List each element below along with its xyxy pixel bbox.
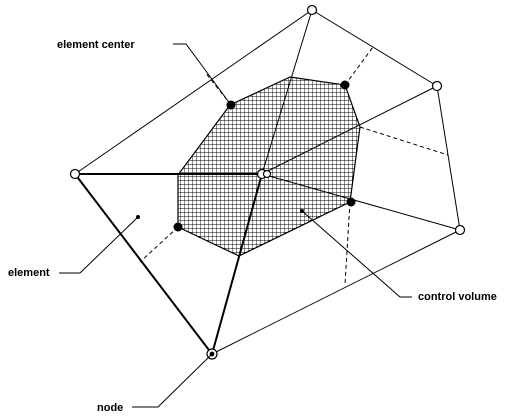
control-volume-leader bbox=[301, 210, 412, 298]
leader-lines bbox=[59, 43, 412, 408]
node-marker bbox=[262, 169, 272, 179]
element-center-marker bbox=[340, 80, 350, 90]
node-leader bbox=[132, 353, 213, 408]
element-center-marker bbox=[346, 197, 356, 207]
node-marker bbox=[431, 80, 443, 92]
label-control-volume: control volume bbox=[418, 291, 497, 303]
node-marker bbox=[69, 168, 81, 180]
label-element: element bbox=[8, 267, 50, 279]
control-volume-region bbox=[177, 76, 361, 257]
open-nodes bbox=[69, 4, 466, 236]
node-marker bbox=[306, 4, 318, 16]
element-center-leader bbox=[173, 43, 232, 106]
label-element-center: element center bbox=[57, 39, 135, 51]
element-center-markers bbox=[173, 80, 356, 232]
mesh-thick-edges bbox=[74, 173, 263, 355]
element-center-marker bbox=[173, 222, 183, 232]
mesh-thin-edges bbox=[74, 9, 461, 355]
label-node: node bbox=[97, 402, 123, 414]
element-leader bbox=[59, 216, 139, 274]
node-marker bbox=[454, 224, 466, 236]
